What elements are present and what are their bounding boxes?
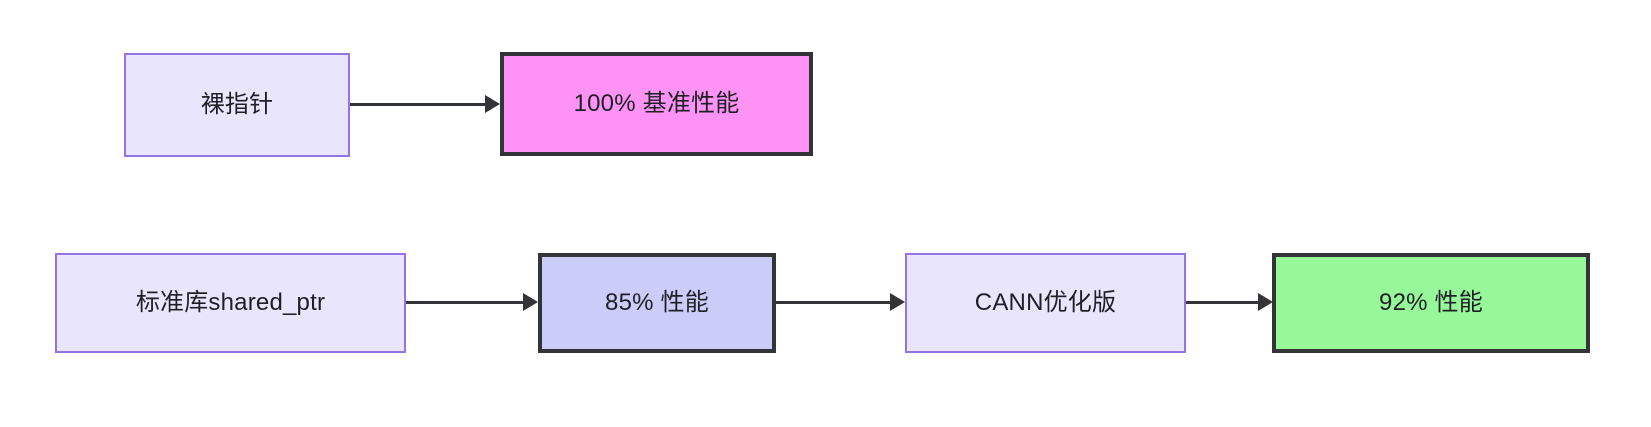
edge-raw-to-baseline-arrowhead-icon: [485, 95, 500, 113]
edge-85-to-cann-line: [776, 301, 890, 304]
node-std-shared-ptr[interactable]: 标准库shared_ptr: [55, 253, 406, 353]
node-perf-85-label: 85% 性能: [605, 289, 709, 316]
node-cann-optimized-label: CANN优化版: [974, 289, 1117, 316]
edge-shared-to-85-line: [406, 301, 523, 304]
node-cann-optimized[interactable]: CANN优化版: [905, 253, 1186, 353]
node-baseline-performance[interactable]: 100% 基准性能: [500, 52, 813, 156]
edge-cann-to-92-line: [1186, 301, 1258, 304]
edge-raw-to-baseline-line: [350, 103, 485, 106]
node-raw-pointer-label: 裸指针: [200, 91, 274, 118]
node-perf-85[interactable]: 85% 性能: [538, 253, 776, 353]
edge-85-to-cann-arrowhead-icon: [890, 293, 905, 311]
node-perf-92-label: 92% 性能: [1379, 289, 1483, 316]
node-std-shared-ptr-label: 标准库shared_ptr: [135, 289, 326, 316]
edge-shared-to-85-arrowhead-icon: [523, 293, 538, 311]
node-perf-92[interactable]: 92% 性能: [1272, 253, 1590, 353]
node-baseline-performance-label: 100% 基准性能: [573, 90, 740, 117]
edge-cann-to-92-arrowhead-icon: [1258, 293, 1273, 311]
node-raw-pointer[interactable]: 裸指针: [124, 53, 350, 157]
